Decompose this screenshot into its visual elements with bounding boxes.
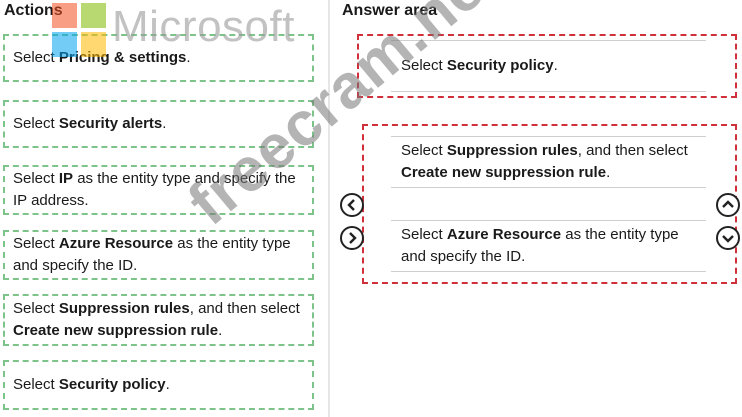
action-text: Select Security alerts. [13, 115, 167, 132]
action-item-security-alerts[interactable]: Select Security alerts. [3, 100, 314, 148]
action-item-azure-resource-entity[interactable]: Select Azure Resource as the entity type… [3, 230, 314, 280]
action-text: Select Azure Resource as the entity type… [13, 235, 291, 274]
move-left-button[interactable] [340, 193, 364, 217]
answer-text: Select Suppression rules, and then selec… [401, 142, 688, 181]
action-item-security-policy[interactable]: Select Security policy. [3, 360, 314, 410]
move-up-button[interactable] [716, 193, 740, 217]
chevron-down-icon [722, 235, 734, 243]
answer-text: Select Azure Resource as the entity type… [401, 226, 679, 265]
answer-item-azure-resource[interactable]: Select Azure Resource as the entity type… [391, 220, 706, 272]
action-text: Select Suppression rules, and then selec… [13, 300, 300, 339]
column-divider [328, 0, 330, 417]
answer-text: Select Security policy. [401, 57, 558, 74]
microsoft-logo-icon [52, 3, 106, 57]
chevron-up-icon [722, 200, 734, 208]
microsoft-wordmark: Microsoft [112, 2, 295, 51]
action-item-suppression-rules[interactable]: Select Suppression rules, and then selec… [3, 294, 314, 346]
chevron-left-icon [347, 199, 355, 211]
answer-area-heading: Answer area [342, 2, 438, 19]
action-item-ip-entity[interactable]: Select IP as the entity type and specify… [3, 165, 314, 215]
action-text: Select IP as the entity type and specify… [13, 170, 296, 209]
move-right-button[interactable] [340, 226, 364, 250]
action-text: Select Security policy. [13, 376, 170, 393]
answer-slot-1[interactable] [357, 34, 737, 98]
move-down-button[interactable] [716, 226, 740, 250]
chevron-right-icon [349, 232, 357, 244]
answer-item-suppression-rules[interactable]: Select Suppression rules, and then selec… [391, 136, 706, 188]
actions-heading: Actions [4, 2, 63, 19]
answer-item-security-policy[interactable]: Select Security policy. [391, 40, 706, 92]
